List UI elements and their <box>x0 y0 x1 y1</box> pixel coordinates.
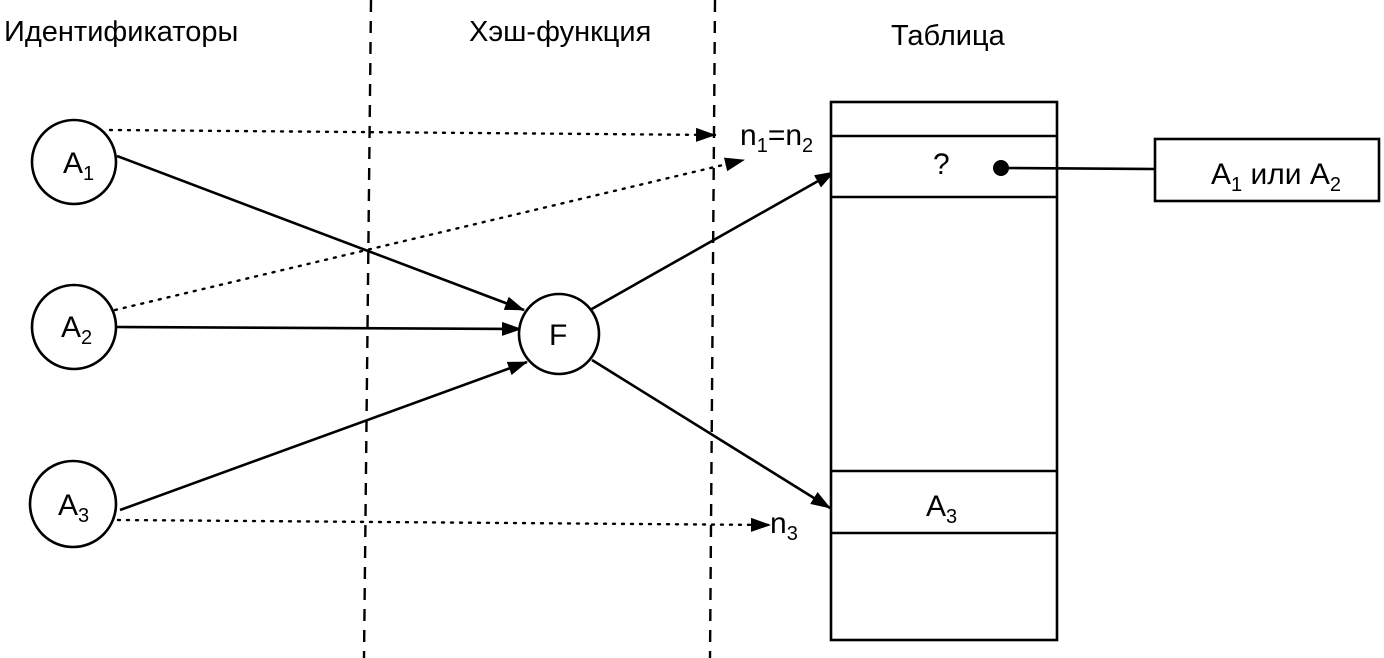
arrow-f-to-collision-row <box>589 170 835 312</box>
column-divider-right <box>708 0 717 658</box>
pointer-line <box>1000 166 1156 171</box>
arrow-f-to-a3-row <box>591 358 831 510</box>
hash-function-node: F <box>517 292 601 376</box>
node-a1: A1 <box>30 118 118 206</box>
arrow-a2-to-f <box>116 321 522 336</box>
arrow-a3-to-f <box>119 360 528 512</box>
overflow-box: A1 или A2 <box>1153 137 1381 203</box>
arrow-a1-to-f <box>116 154 525 312</box>
hash-table <box>829 100 1059 642</box>
dotted-arrow-a1-to-n1 <box>108 127 717 142</box>
node-a2: A2 <box>30 283 118 371</box>
column-divider-left <box>362 0 373 658</box>
index-n3: n3 <box>770 507 798 545</box>
collision-question-mark: ? <box>933 148 950 181</box>
dotted-arrow-a3-to-n3 <box>116 517 772 532</box>
svg-text:A1: A1 <box>63 147 94 185</box>
table-row-a3: A3 <box>926 490 957 528</box>
table-title: Таблица <box>891 20 1006 52</box>
hash-function-title: Хэш-функция <box>469 16 651 48</box>
index-n1-n2: n1=n2 <box>740 119 813 157</box>
svg-text:A1 или A2: A1 или A2 <box>1211 158 1341 196</box>
svg-text:A2: A2 <box>61 311 92 349</box>
identifiers-title: Идентификаторы <box>4 16 238 48</box>
svg-text:A3: A3 <box>58 489 89 527</box>
node-a3: A3 <box>28 459 118 549</box>
svg-text:F: F <box>549 319 567 352</box>
dotted-arrow-a2-to-n2 <box>113 157 746 312</box>
